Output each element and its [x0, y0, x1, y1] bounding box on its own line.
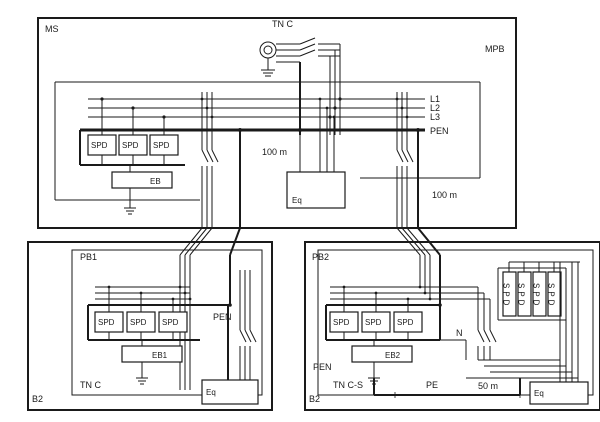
spd-label: SPD [130, 318, 147, 327]
b2-right-label: B2 [309, 394, 320, 404]
spd-label: SPD [365, 318, 382, 327]
eq-b2-left-label: Eq [206, 388, 216, 397]
eq-b2-right-box [529, 381, 589, 405]
transformer-symbol [259, 41, 277, 77]
pb2-spd-group: SPD SPD SPD [329, 311, 423, 333]
b2-left-building-outline [27, 241, 273, 411]
l1-label: L1 [430, 94, 440, 104]
tnc-b2-label: TN C [80, 380, 101, 390]
eb-main-label: EB [150, 177, 161, 186]
spd-label: SPD [153, 141, 170, 150]
ms-building-outline [37, 17, 517, 229]
eq-main-label: Eq [292, 196, 302, 205]
pb2-label: PB2 [312, 252, 329, 262]
ms-label: MS [45, 24, 59, 34]
mpb-label: MPB [485, 44, 505, 54]
eb1-bar [121, 345, 183, 363]
pe-label: PE [426, 380, 438, 390]
l3-label: L3 [430, 112, 440, 122]
eb1-label: EB1 [152, 351, 168, 360]
tnc-top-label: TN C [272, 19, 293, 29]
pen-pb1-label: PEN [213, 312, 232, 322]
main-switch [276, 37, 341, 135]
main-spd-group: SPD SPD SPD [87, 134, 179, 156]
l2-label: L2 [430, 103, 440, 113]
spd-label: SPD [397, 318, 414, 327]
spd-label: SPD [122, 141, 139, 150]
pb1-label: PB1 [80, 252, 97, 262]
spd-label: SPD [333, 318, 350, 327]
eq-b2-right-label: Eq [534, 389, 544, 398]
spd-vertical-label: SPD [547, 283, 556, 308]
eb2-label: EB2 [385, 351, 401, 360]
busbars [80, 98, 425, 132]
eq-main-box [286, 171, 346, 209]
eb-main-bar [111, 171, 173, 189]
spd-vertical-label: SPD [532, 283, 541, 308]
eq-b2-left-box [201, 379, 259, 405]
spd-vertical-label: SPD [517, 283, 526, 308]
spd-label: SPD [91, 141, 108, 150]
pb1-spd-group: SPD SPD SPD [94, 311, 188, 333]
n-label: N [456, 328, 463, 338]
b2-left-label: B2 [32, 394, 43, 404]
pen-pb2-label: PEN [313, 362, 332, 372]
vertical-spd-group: SPD SPD SPD SPD [502, 271, 562, 317]
distance-50m: 50 m [478, 381, 498, 391]
eb2-bar [351, 345, 413, 363]
spd-vertical-label: SPD [502, 283, 511, 308]
distance-100m-a: 100 m [262, 147, 287, 157]
spd-label: SPD [162, 318, 179, 327]
pen-main-label: PEN [430, 126, 449, 136]
distance-100m-b: 100 m [432, 190, 457, 200]
tncs-label: TN C-S [333, 380, 363, 390]
b2-right-building-outline [304, 241, 600, 411]
spd-label: SPD [98, 318, 115, 327]
